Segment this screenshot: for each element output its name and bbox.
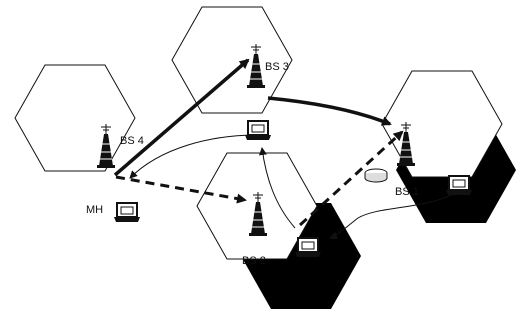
link-bs4-bs2 <box>115 175 247 204</box>
label-mh: MH <box>86 204 103 216</box>
solid-links <box>113 58 392 177</box>
label-bs1: BS 1 <box>395 186 419 198</box>
laptop-icon <box>445 175 473 196</box>
link-bs2-bs1 <box>298 130 404 227</box>
laptop-icon <box>113 202 141 223</box>
laptop-icon <box>244 120 272 141</box>
mh-movement-paths <box>129 134 461 240</box>
label-bs2: BS 2 <box>242 255 266 267</box>
hex-cells <box>14 6 503 260</box>
label-bs4: BS 4 <box>120 135 144 147</box>
label-bs3: BS 3 <box>265 61 289 73</box>
link-bs4-bs3 <box>113 58 250 177</box>
link-bs3-bs1 <box>267 96 392 126</box>
laptop-icon <box>294 237 322 258</box>
dashed-links <box>115 130 404 227</box>
router-icon <box>364 168 388 183</box>
cell-bs4 <box>14 64 136 172</box>
